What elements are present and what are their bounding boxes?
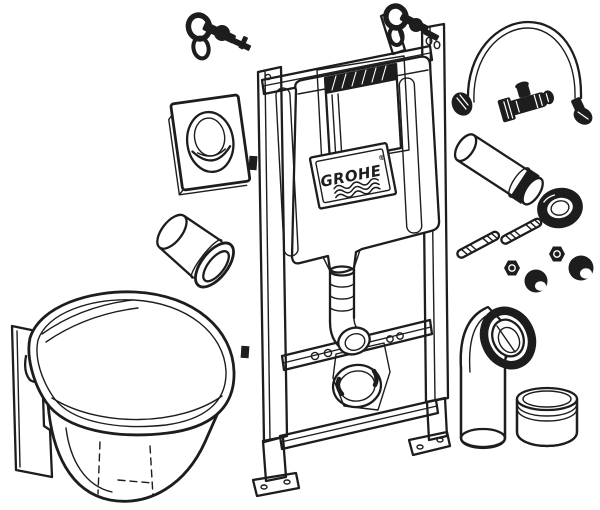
- sealing-compound-pot: [515, 386, 579, 448]
- frame-left-rail: [256, 65, 289, 444]
- hex-nut-2: [549, 246, 565, 262]
- concealed-cistern: GROHE ®: [275, 55, 441, 356]
- flexible-supply-hose: [451, 20, 593, 125]
- frame-clip-left-lower: [240, 345, 250, 359]
- grohe-logo-plate: GROHE ®: [308, 142, 398, 210]
- wall-anchor-bolt-top-center: [383, 3, 440, 47]
- flush-button-ring: [185, 110, 235, 174]
- seal-ring: [537, 187, 583, 229]
- frame-top-crossbar: [260, 44, 434, 96]
- flush-button-crescent: [191, 145, 232, 162]
- flush-actuation-plate: [168, 93, 252, 196]
- hose-fitting-left: [451, 92, 473, 116]
- frame-right-rail: [420, 22, 450, 404]
- threaded-rod-2: [500, 217, 543, 245]
- mounting-crossbar: [280, 318, 434, 372]
- toilet-seat-lid: [27, 290, 236, 437]
- wall-hung-toilet-pan: [10, 290, 236, 503]
- hex-nut-1: [504, 260, 520, 276]
- connection-sleeve: [156, 213, 235, 289]
- hose-fitting-right: [571, 97, 593, 125]
- brand-registered-mark: ®: [378, 153, 387, 162]
- frame-lower-rail: [278, 398, 440, 451]
- wall-anchor-bolt-top-left: [185, 12, 252, 61]
- cistern-left-slot: [275, 87, 299, 257]
- flush-pipe-extension: [453, 133, 544, 206]
- protective-cap-1: [524, 269, 548, 293]
- frame-clip-left: [248, 155, 258, 171]
- threaded-rod-1: [456, 230, 501, 259]
- outlet-elbow: [459, 305, 537, 450]
- frame-feet: [251, 396, 452, 498]
- angle-valve: [497, 81, 554, 123]
- drain-holder-ring: [331, 342, 391, 411]
- flush-pipe-bellows: [322, 249, 371, 356]
- cistern-right-slot: [398, 77, 423, 234]
- protective-cap-2: [568, 255, 594, 281]
- inspection-box: [316, 55, 410, 166]
